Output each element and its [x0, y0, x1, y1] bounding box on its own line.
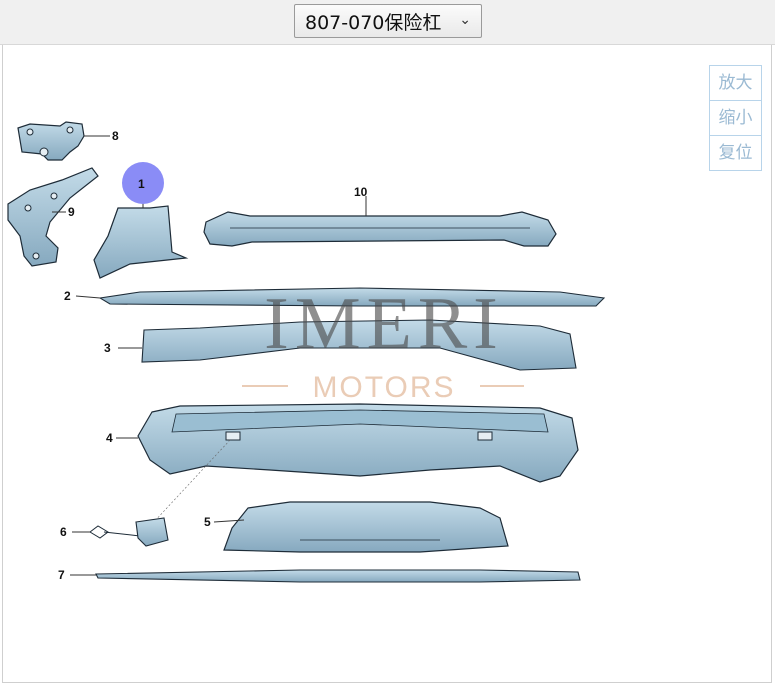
- callout-1-highlight[interactable]: [122, 162, 164, 204]
- top-bar: 807-070保险杠 ⌄: [0, 0, 775, 45]
- callout-5-label[interactable]: 5: [204, 515, 211, 529]
- callout-1-label[interactable]: 1: [138, 177, 145, 191]
- callout-6-label[interactable]: 6: [60, 525, 67, 539]
- diagram-select-value: 807-070保险杠: [305, 11, 442, 34]
- callout-2-label[interactable]: 2: [64, 289, 71, 303]
- part-8-bracket[interactable]: [17, 121, 85, 161]
- zoom-out-button[interactable]: 缩小: [710, 101, 761, 136]
- callout-9-label[interactable]: 9: [68, 205, 75, 219]
- leader-line-6-dashed: [151, 439, 231, 525]
- part-6-sensor-plug[interactable]: [89, 517, 169, 547]
- part-5-skid-plate[interactable]: [223, 501, 509, 553]
- zoom-in-button[interactable]: 放大: [710, 66, 761, 101]
- callout-10-label[interactable]: 10: [354, 185, 368, 199]
- watermark-main: IMERI: [264, 283, 504, 365]
- callout-3-label[interactable]: 3: [104, 341, 111, 355]
- leader-line-5: [213, 519, 245, 523]
- leader-line-2: [75, 295, 101, 299]
- diagram-frame: [2, 45, 772, 683]
- part-4-bumper-cover[interactable]: [137, 403, 579, 483]
- callout-8-label[interactable]: 8: [112, 129, 119, 143]
- part-7-lower-strip[interactable]: [95, 569, 581, 583]
- watermark-sub: MOTORS: [312, 371, 455, 404]
- part-2-upper-strip[interactable]: [98, 287, 606, 307]
- callout-7-label[interactable]: 7: [58, 568, 65, 582]
- part-1-corner-cover[interactable]: [93, 205, 189, 279]
- zoom-controls: 放大 缩小 复位: [709, 65, 762, 171]
- callout-4-label[interactable]: 4: [106, 431, 113, 445]
- part-10-reinforcement-bar[interactable]: [203, 211, 557, 247]
- reset-button[interactable]: 复位: [718, 143, 753, 163]
- part-3-lower-trim[interactable]: [141, 319, 577, 371]
- diagram-select[interactable]: 807-070保险杠 ⌄: [294, 4, 482, 38]
- chevron-down-icon: ⌄: [459, 11, 471, 27]
- part-9-side-bracket[interactable]: [7, 167, 99, 267]
